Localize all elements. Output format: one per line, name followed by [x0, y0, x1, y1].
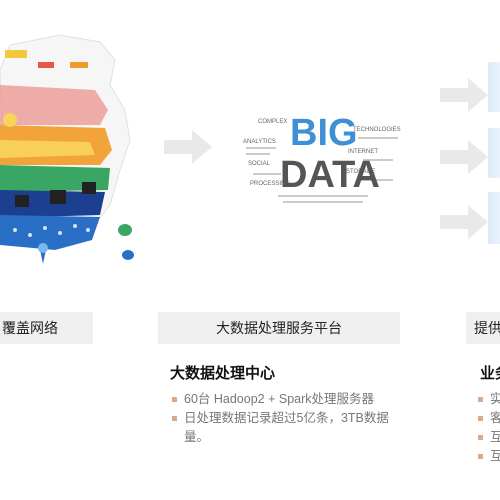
word-cloud-term: PROCESSING — [250, 181, 290, 187]
list-item: 互 — [478, 447, 500, 466]
arrow-right-icon — [440, 78, 488, 112]
list-item: 客 — [478, 409, 500, 428]
list-item: 60台 Hadoop2 + Spark处理服务器 — [172, 390, 402, 409]
service-panel — [488, 192, 500, 244]
section-heading: 大数据处理中心 — [170, 365, 276, 382]
big-word: BIG — [290, 112, 358, 154]
label-provide: 提供 — [466, 312, 500, 344]
label-text: 大数据处理服务平台 — [216, 320, 342, 336]
arrow-right-icon — [440, 140, 488, 174]
section-heading: 业务 — [480, 365, 500, 382]
list-item: 实 — [478, 390, 500, 409]
list-item: 互 — [478, 428, 500, 447]
service-panel — [488, 128, 500, 178]
feature-list: 实 客 互 互 — [478, 390, 500, 466]
word-cloud-term: INTERNET — [348, 149, 378, 155]
word-cloud-term: TECHNOLOGIES — [353, 127, 401, 133]
word-cloud-term: COMPLEX — [258, 119, 287, 125]
data-word: DATA — [280, 154, 380, 196]
network-map-illustration — [0, 34, 134, 264]
label-text: 覆盖网络 — [2, 320, 58, 336]
service-panel — [488, 62, 500, 112]
feature-list: 60台 Hadoop2 + Spark处理服务器 日处理数据记录超过5亿条，3T… — [172, 390, 402, 447]
label-big-data-platform: 大数据处理服务平台 — [158, 312, 400, 344]
label-coverage-network: 覆盖网络 — [0, 312, 93, 344]
arrow-right-icon — [164, 130, 212, 164]
arrow-right-icon — [440, 205, 488, 239]
word-cloud-term: SOCIAL — [248, 161, 271, 167]
word-cloud-term: ANALYTICS — [243, 139, 276, 145]
list-item: 日处理数据记录超过5亿条，3TB数据量。 — [172, 409, 402, 447]
label-text: 提供 — [474, 320, 500, 336]
big-data-word-cloud: ANALYTICS STORAGE TECHNOLOGIES COMPLEX I… — [243, 112, 401, 203]
word-cloud-term: STORAGE — [346, 169, 375, 175]
